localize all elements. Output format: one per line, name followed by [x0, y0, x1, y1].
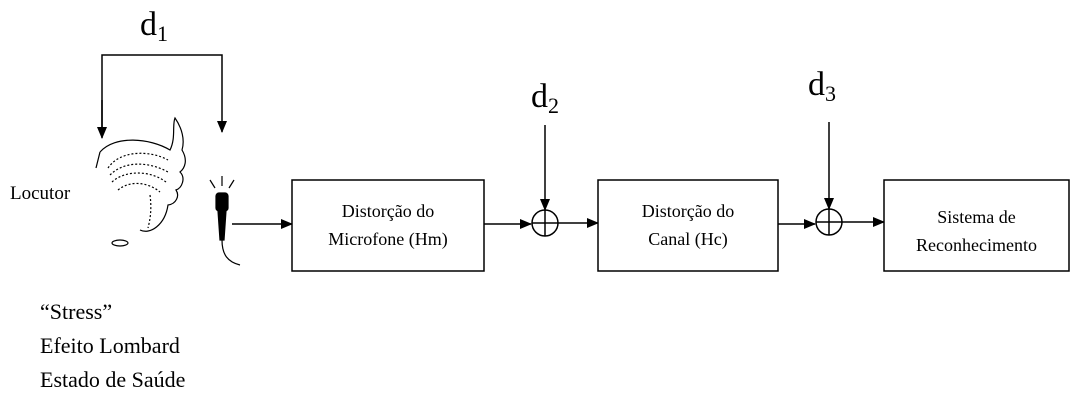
microphone-illustration — [209, 176, 241, 266]
d2-label-base: d — [531, 78, 548, 115]
recognizer-block-line2: Reconhecimento — [916, 235, 1037, 255]
signal-chain — [232, 122, 1070, 272]
channel-block-line1: Distorção do — [641, 201, 735, 221]
channel-block-line2: Canal (Hc) — [648, 229, 728, 249]
microphone-block-line1: Distorção do — [341, 201, 435, 221]
d1-label-sub: 1 — [157, 21, 168, 46]
d3-label-sub: 3 — [825, 81, 836, 106]
factor-lombard: Efeito Lombard — [40, 333, 180, 358]
d1-bracket — [97, 54, 227, 139]
channel-block — [597, 179, 779, 272]
microphone-block-line2: Microfone (Hm) — [328, 229, 448, 249]
speaker-factors: “Stress” Efeito Lombard Estado de Saúde — [40, 295, 185, 397]
d2-label-sub: 2 — [548, 93, 559, 118]
channel-block-text: Distorção do Canal (Hc) — [598, 197, 778, 253]
microphone-block-text: Distorção do Microfone (Hm) — [292, 197, 484, 253]
d2-label: d2 — [531, 80, 559, 117]
d1-label-base: d — [140, 6, 157, 43]
factor-stress: “Stress” — [40, 299, 113, 324]
recognizer-block — [883, 179, 1070, 272]
d1-label: d1 — [140, 8, 168, 45]
speaker-head-illustration — [95, 116, 186, 247]
recognizer-block-text: Sistema de Reconhecimento — [884, 203, 1069, 259]
speaker-label: Locutor — [10, 183, 71, 204]
d3-label-base: d — [808, 66, 825, 103]
microphone-block — [291, 179, 485, 272]
factor-health: Estado de Saúde — [40, 367, 186, 392]
d3-label: d3 — [808, 68, 836, 105]
recognizer-block-line1: Sistema de — [937, 207, 1016, 227]
